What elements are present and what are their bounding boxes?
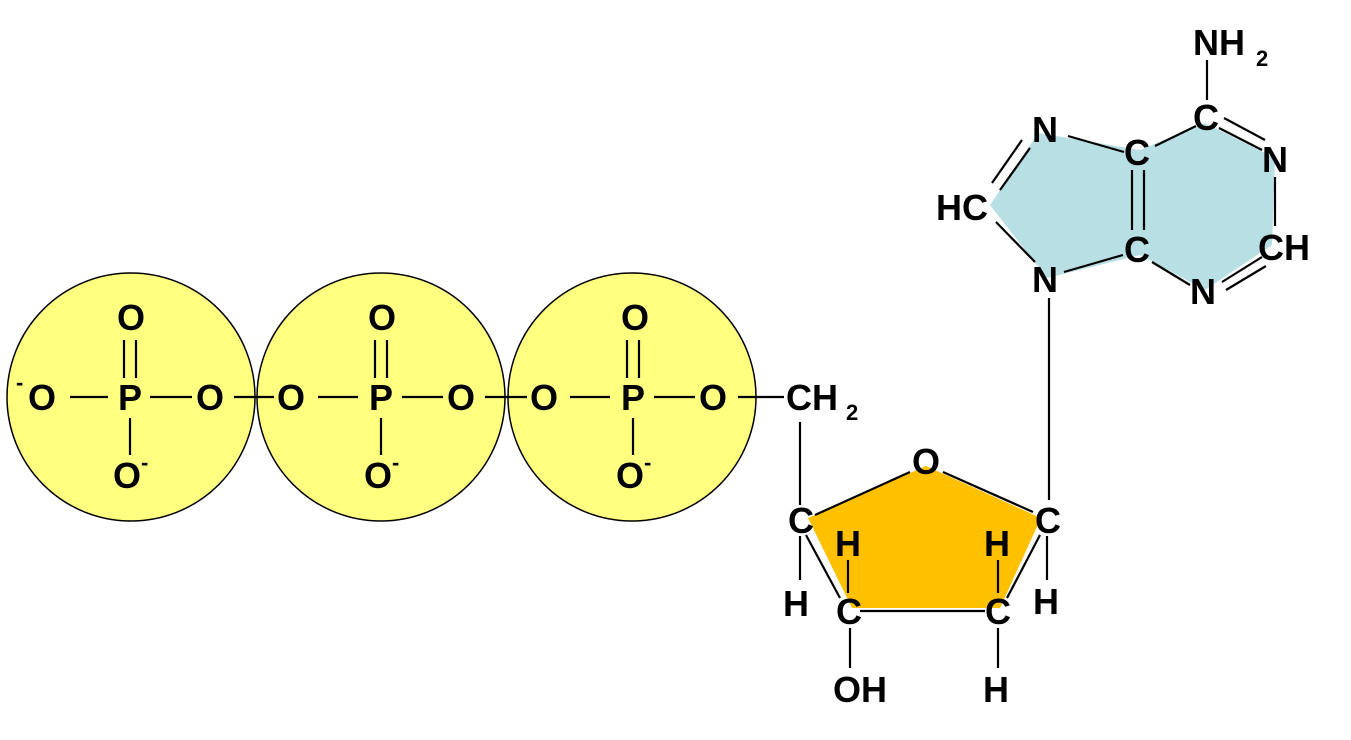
phosphate2-o-bottom: O (364, 455, 392, 496)
phosphate2-o-top: O (368, 297, 396, 338)
phosphate3-o-bottom: O (616, 455, 644, 496)
bond (942, 470, 1034, 514)
adenine-c5: C (1124, 132, 1150, 173)
ribose-c2: C (985, 591, 1011, 632)
phosphate3-o-left: O (530, 377, 558, 418)
bond (1006, 534, 1041, 599)
phosphate1-o-left: O (28, 377, 56, 418)
bond (999, 147, 1031, 191)
phosphate3-p: P (621, 377, 645, 418)
phosphate2-p: P (369, 377, 393, 418)
ribose-c1-h: H (1033, 581, 1059, 622)
adenine-n3: N (1190, 271, 1216, 312)
phosphate1-o-bottom: O (113, 455, 141, 496)
ribose-c3-h-up: H (835, 523, 861, 564)
ribose-ch2: CH (786, 377, 838, 418)
bond (1063, 253, 1124, 274)
ribose-ring (808, 466, 1041, 608)
phosphate3-o-top: O (621, 297, 649, 338)
bond (1154, 125, 1197, 147)
ribose-ring-o: O (912, 441, 940, 482)
adenine-n9: N (1032, 259, 1058, 300)
bond (1221, 256, 1263, 283)
adenine-c2: CH (1258, 227, 1310, 268)
bond (814, 470, 911, 517)
phosphate3-o-bottom-charge: - (644, 450, 651, 475)
ribose-c3-oh: OH (833, 669, 887, 710)
bond (1225, 265, 1267, 291)
phosphate3-o-right: O (699, 377, 727, 418)
ribose-c4-h: H (783, 583, 809, 624)
adenine-n1: N (1262, 139, 1288, 180)
phosphate2-o-bottom-charge: - (392, 450, 399, 475)
adenine-nh2: NH (1193, 22, 1245, 63)
phosphate2-o-right: O (447, 377, 475, 418)
ribose-c1: C (1035, 500, 1061, 541)
adenine-c6: C (1193, 97, 1219, 138)
ribose-c2-h-down: H (983, 669, 1009, 710)
bond (805, 534, 841, 599)
adenine-c4: C (1124, 229, 1150, 270)
phosphate1-o-right: O (196, 377, 224, 418)
ribose-c3: C (836, 591, 862, 632)
ribose-c2-h-up: H (984, 523, 1010, 564)
ribose-c4: C (788, 500, 814, 541)
phosphate1-o-top: O (117, 297, 145, 338)
phosphate1-o-bottom-charge: - (141, 450, 148, 475)
bond (1151, 261, 1191, 286)
bond (1067, 134, 1125, 154)
bond (991, 139, 1023, 184)
phosphate1-o-left-charge: - (16, 370, 23, 395)
bond (995, 221, 1036, 263)
adenine-n7: N (1032, 109, 1058, 150)
phosphate2-o-left: O (277, 377, 305, 418)
phosphate1-p: P (118, 377, 142, 418)
adenine-c8: HC (936, 187, 988, 228)
adenine-nh2-subscript: 2 (1256, 46, 1268, 71)
bond (1218, 127, 1263, 151)
ribose-ch2-subscript: 2 (846, 400, 858, 425)
bond (1223, 117, 1266, 141)
